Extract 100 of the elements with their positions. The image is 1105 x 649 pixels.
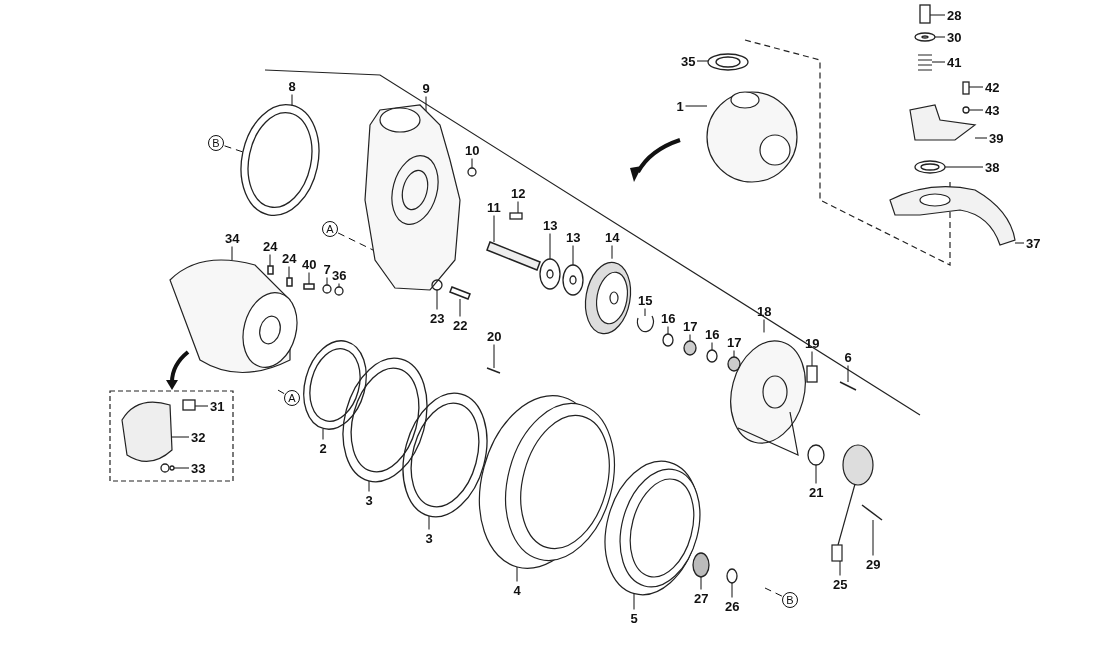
callout-number: 35	[681, 53, 696, 69]
leader-line	[173, 467, 190, 469]
callout-number: 18	[757, 303, 772, 319]
callout-number: 36	[332, 267, 347, 283]
bolt-drawing	[303, 283, 315, 290]
callout-number: 11	[487, 199, 501, 215]
callout-number: 24	[282, 250, 297, 266]
callout-number: 2	[319, 440, 327, 456]
o-ring-drawing	[807, 444, 825, 466]
sensor-drawing	[831, 444, 874, 562]
ring-drawing	[342, 357, 428, 483]
bearing-drawing	[562, 264, 584, 296]
bolt-drawing	[962, 81, 970, 95]
pin-drawing	[861, 504, 883, 521]
callout-number: 30	[947, 29, 962, 45]
leader-line	[731, 582, 733, 598]
callout-number: 22	[453, 317, 468, 333]
washer-drawing	[322, 284, 332, 294]
leader-line	[968, 109, 984, 111]
washer-drawing	[662, 333, 674, 347]
callout-number: 3	[425, 530, 433, 546]
nut-drawing	[467, 167, 477, 177]
yoke-drawing	[889, 186, 1016, 246]
callout-number: 25	[833, 576, 848, 592]
leader-line	[288, 266, 290, 279]
callout-number: 31	[210, 398, 225, 414]
callout-number: 14	[605, 229, 620, 245]
drum-drawing	[478, 395, 615, 569]
bolt-drawing	[839, 381, 857, 391]
callout-number: 5	[630, 610, 638, 626]
gasket-drawing	[303, 340, 367, 430]
washer-drawing	[706, 349, 718, 363]
leader-line	[847, 365, 849, 383]
pin-drawing	[919, 4, 931, 24]
leader-line	[572, 245, 574, 266]
leader-line	[644, 308, 646, 317]
callout-number: 27	[694, 590, 709, 606]
leader-line	[815, 464, 817, 484]
washer-drawing	[962, 106, 970, 114]
nut-drawing	[683, 340, 697, 356]
callout-number: 39	[989, 130, 1004, 146]
leader-line	[308, 272, 310, 285]
leader-line	[696, 60, 709, 62]
washer-drawing	[914, 32, 936, 42]
leader-line	[934, 36, 946, 38]
bolt-drawing	[449, 286, 471, 300]
leader-line	[322, 428, 324, 440]
callout-number: 24	[263, 238, 278, 254]
callout-number: 4	[513, 582, 521, 598]
block-drawing	[182, 399, 196, 411]
callout-number: 20	[487, 328, 502, 344]
pin-drawing	[267, 265, 274, 275]
callout-number: 15	[638, 292, 653, 308]
spring-drawing	[917, 54, 933, 71]
callout-number: 42	[985, 79, 1000, 95]
lever-drawing	[909, 104, 977, 141]
nut-drawing	[727, 356, 741, 372]
gear-drawing	[584, 261, 632, 335]
bearing-drawing	[539, 258, 561, 290]
callout-number: 34	[225, 230, 240, 246]
leader-line	[517, 201, 519, 214]
callout-number: 41	[947, 54, 962, 70]
leader-line	[700, 576, 702, 590]
ring-drawing	[240, 104, 320, 216]
leader-line	[633, 593, 635, 610]
nut-drawing	[334, 286, 344, 296]
callout-number: 8	[288, 78, 296, 94]
housing-drawing	[364, 104, 461, 291]
key-drawing	[509, 212, 523, 220]
callout-number: 33	[191, 460, 206, 476]
leader-line	[944, 166, 984, 168]
shaft-drawing	[486, 241, 541, 271]
assembly-drawing	[706, 91, 798, 183]
callout-number: 1	[676, 98, 684, 114]
gear-drawing	[692, 552, 710, 578]
ring-gear-drawing	[604, 460, 701, 596]
leader-line	[711, 342, 713, 351]
callout-number: 7	[323, 261, 331, 277]
leader-line	[291, 94, 293, 107]
leader-line	[549, 233, 551, 260]
callout-number: 37	[1026, 235, 1041, 251]
callout-number: 40	[302, 256, 317, 272]
nut-drawing	[160, 463, 175, 473]
leader-line	[171, 436, 190, 438]
bearing-drawing	[914, 160, 946, 174]
leader-line	[368, 480, 370, 492]
leader-line	[689, 334, 691, 342]
callout-number: 16	[661, 310, 676, 326]
leader-line	[763, 319, 765, 333]
callout-number: 13	[543, 217, 558, 233]
leader-line	[974, 137, 988, 139]
leader-line	[733, 350, 735, 358]
callout-number: 28	[947, 7, 962, 23]
axis-line	[764, 587, 783, 597]
callout-number: 19	[805, 335, 820, 351]
callout-number: 21	[809, 484, 824, 500]
leader-line	[326, 277, 328, 286]
leader-line	[493, 344, 495, 369]
pin-drawing	[486, 367, 501, 374]
leader-line	[493, 215, 495, 243]
